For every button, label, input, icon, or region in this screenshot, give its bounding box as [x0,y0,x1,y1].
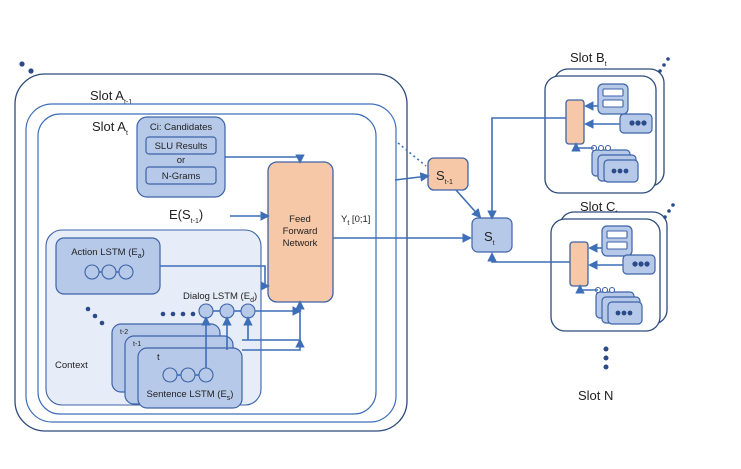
slot-a-label: Slot At [92,119,128,137]
slot-c-action-nodes [632,261,650,267]
slot-b-label: Slot Bt [570,50,607,68]
ffn-label-line-3: Network [283,238,318,249]
slot-b-ellipsis [658,57,670,73]
dialog-lstm-node-3 [240,303,256,319]
slot-c-dialog-arrow [575,284,598,294]
n-grams-box [145,166,217,185]
sentence-lstm-node-1 [162,367,178,383]
slu-results-label: SLU Results [155,141,208,152]
slu-results-box [145,136,217,155]
action-lstm-node-3 [118,264,134,280]
slot-b-candidate-slot-2 [602,99,624,108]
sentence-card-t-1-label: t-1 [133,341,141,348]
prev-state-embedding-label: E(St-1) [169,207,203,225]
context-label: Context [55,360,88,371]
slot-c-candidate-slot-2 [606,241,628,250]
action-lstm-node-1 [84,264,100,280]
output-label: Yt [0;1] [341,214,370,227]
action-lstm-node-2 [101,264,117,280]
state-prev-to-state-arrow [455,189,482,219]
sentence-lstm-node-3 [198,367,214,383]
or-label: or [177,155,185,166]
state-prev-dotted-link [397,142,427,167]
slot-b-dialog-nodes [590,144,612,152]
action-lstm-label: Action LSTM (Ea) [71,247,145,260]
dialog-lstm-node-1 [198,303,214,319]
candidates-title: Ci: Candidates [150,122,213,133]
slot-b-candidate-slot-1 [602,88,624,97]
sentence-t-to-ffn-arrow [242,338,305,351]
sentence-lstm-label: Sentence LSTM (Es) [147,389,234,402]
slot-c-ellipsis [663,203,675,219]
slot-c-to-state-arrow [487,252,570,263]
sentence-lstm-node-2 [180,367,196,383]
slot-b-sentence-nodes [611,168,629,174]
state-prev-label: St-1 [436,168,453,186]
sentence-card-t-2-label: t-2 [120,329,128,336]
ffn-label-line-1: Feed [289,214,311,225]
action-lstm-box: Action LSTM (Ea) [55,237,161,295]
state-label: St [484,229,495,247]
dialog-lstm-ellipsis [160,311,196,317]
n-grams-label: N-Grams [162,171,201,182]
sentence-card-t-label: t [157,352,160,363]
slot-b-ffn [565,99,585,145]
slot-b-dialog-arrow [571,142,594,152]
slot-n-ellipsis [603,346,609,370]
candidates-to-ffn-arrow [225,154,305,164]
slot-c-dialog-nodes [594,286,616,294]
slot-n-label: Slot N [578,388,613,403]
slot-c-candidate-slot-1 [606,230,628,239]
sentence-stack-ellipsis [85,306,105,326]
slot-c-ffn [569,241,589,287]
dialog-lstm-node-2 [219,303,235,319]
dialog-lstm-label: Dialog LSTM (Ed) [183,291,257,304]
slot-c-sentence-nodes [615,310,633,316]
action-lstm-to-ffn-arrow [160,265,270,291]
ffn-label-line-2: Forward [283,226,318,237]
slot-b-action-nodes [629,120,647,126]
slot-b-to-state-arrow [487,117,566,220]
slot-to-state-prev-arrow [394,172,430,182]
candidates-box: Ci: Candidates SLU Results or N-Grams [136,116,226,198]
slot-a-prev-label: Slot At-1 [90,88,132,106]
